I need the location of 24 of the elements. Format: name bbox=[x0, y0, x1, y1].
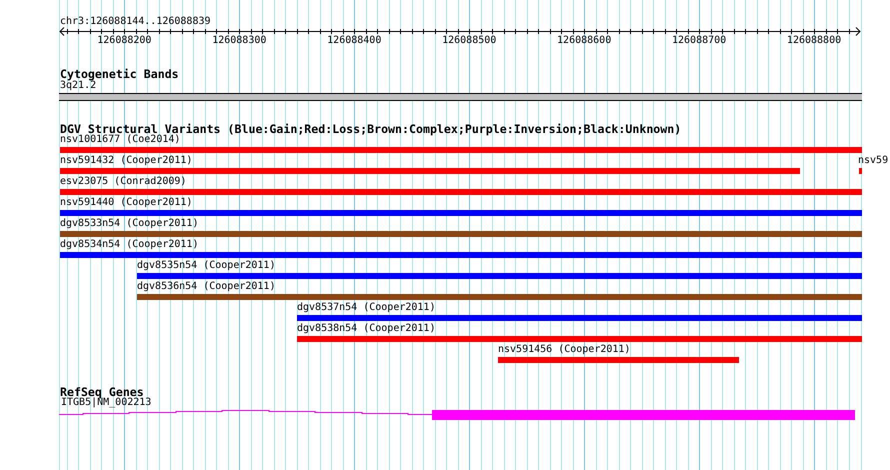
variant-label: dgv8534n54 (Cooper2011) bbox=[60, 239, 198, 251]
tick-label: 126088800 bbox=[786, 35, 842, 47]
track-heading: RefSeq Genes bbox=[60, 386, 144, 399]
variant-label: nsv591440 (Cooper2011) bbox=[60, 197, 192, 209]
region-label: chr3:126088144..126088839 bbox=[60, 16, 211, 28]
track-heading: Cytogenetic Bands bbox=[60, 68, 179, 81]
tick-label: 126088400 bbox=[327, 35, 382, 47]
tick-label: 126088700 bbox=[672, 35, 726, 47]
band-label: 3q21.2 bbox=[60, 80, 96, 92]
variant-label: dgv8538n54 (Cooper2011) bbox=[297, 323, 436, 335]
tick-label: 126088600 bbox=[557, 35, 612, 47]
variant-label: nsv1001677 (Coe2014) bbox=[60, 134, 180, 146]
variant-label: nsv591456 (Cooper2011) bbox=[498, 344, 630, 356]
tick-label: 126088500 bbox=[442, 35, 496, 47]
variant-label: dgv8533n54 (Cooper2011) bbox=[60, 218, 198, 230]
variant-label: dgv8535n54 (Cooper2011) bbox=[137, 260, 276, 272]
tick-label: 126088200 bbox=[97, 35, 152, 47]
variant-label: esv23075 (Conrad2009) bbox=[60, 176, 186, 188]
variant-label: nsv59 bbox=[858, 155, 888, 167]
variant-label: dgv8537n54 (Cooper2011) bbox=[297, 302, 436, 314]
variant-label: nsv591432 (Cooper2011) bbox=[60, 155, 192, 167]
gene-label: ITGB5|NM_002213 bbox=[61, 397, 152, 409]
variant-label: dgv8536n54 (Cooper2011) bbox=[137, 281, 276, 293]
tick-label: 126088300 bbox=[212, 35, 266, 47]
